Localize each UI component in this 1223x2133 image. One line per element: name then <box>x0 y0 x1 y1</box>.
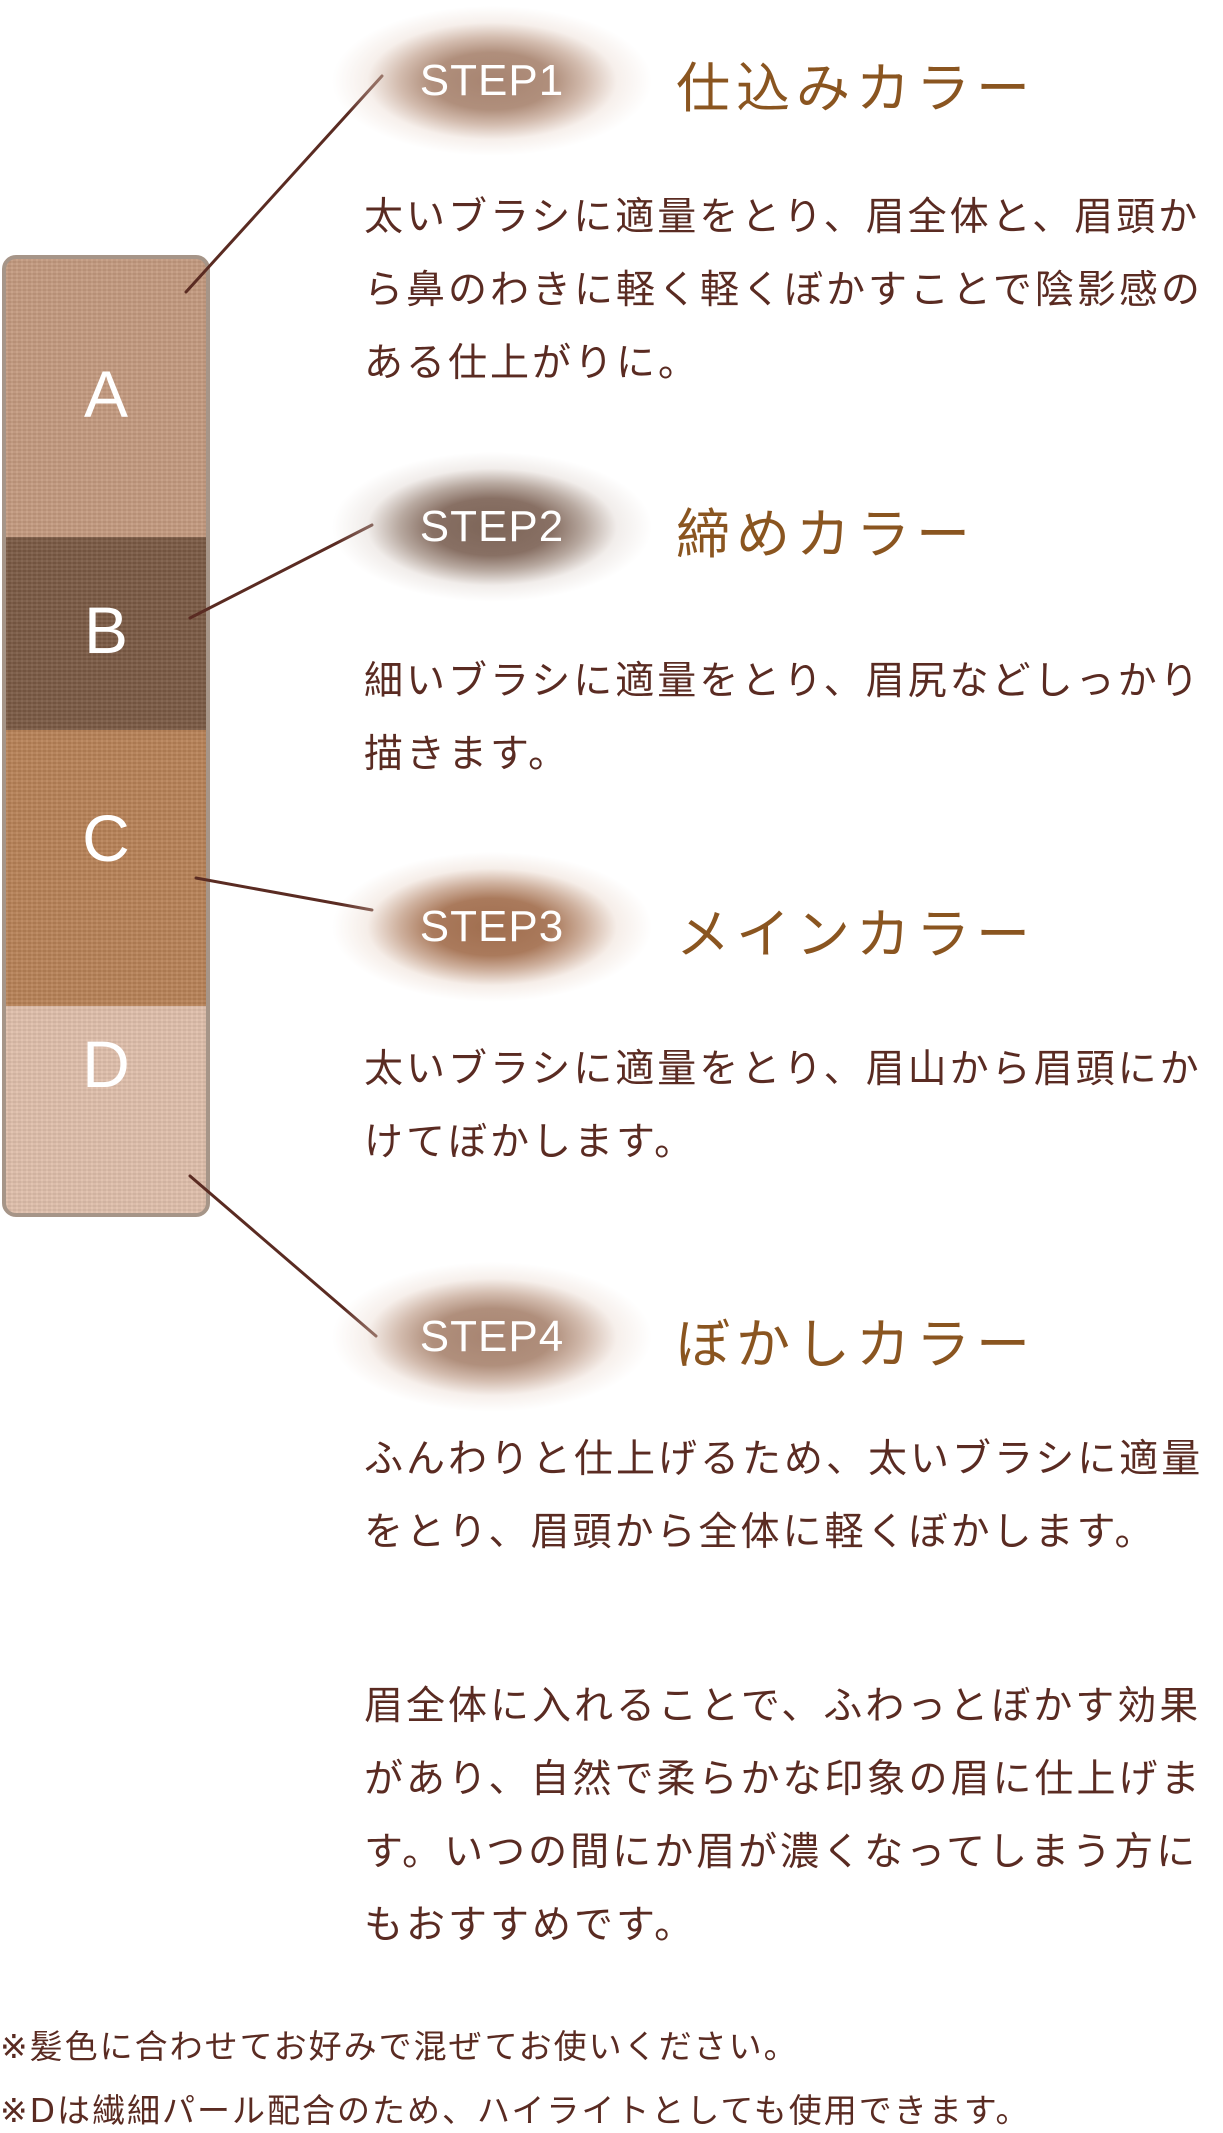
swatch-a-letter: A <box>83 357 129 431</box>
step3-badge-label: STEP3 <box>419 902 565 951</box>
swatch-b-letter: B <box>83 592 129 667</box>
step1-badge: STEP1 <box>332 6 652 156</box>
step4-badge: STEP4 <box>332 1262 652 1412</box>
step4-title: ぼかしカラー <box>676 1313 1036 1376</box>
step3-description: 太いブラシに適量をとり、眉山から眉頭にかけてぼかします。 <box>364 1047 1202 1165</box>
step4-description-2: 眉全体に入れることで、ふわっとぼかす効果があり、自然で柔らかな印象の眉に仕上げま… <box>364 1684 1203 1948</box>
step4-badge-label: STEP4 <box>419 1312 565 1361</box>
swatch-b: B <box>6 537 206 730</box>
note-pearl: ※Dは繊細パール配合のため、ハイライトとしても使用できます。 <box>0 2091 1031 2130</box>
swatch-d-letter: D <box>82 1026 130 1101</box>
note-mix: ※髪色に合わせてお好みで混ぜてお使いください。 <box>0 2027 799 2066</box>
step2-title: 締めカラー <box>676 503 976 566</box>
step2-description: 細いブラシに適量をとり、眉尻などしっかり描きます。 <box>364 659 1202 777</box>
step1-title: 仕込みカラー <box>676 57 1036 120</box>
step2-badge-label: STEP2 <box>419 502 565 551</box>
step4-description-1: ふんわりと仕上げるため、太いブラシに適量をとり、眉頭から全体に軽くぼかします。 <box>364 1437 1204 1555</box>
step2-badge: STEP2 <box>332 452 652 602</box>
eyebrow-palette: A B C D <box>2 255 210 1217</box>
step3-title: メインカラー <box>676 903 1036 966</box>
step1-description: 太いブラシに適量をとり、眉全体と、眉頭から鼻のわきに軽く軽くぼかすことで陰影感の… <box>364 195 1203 386</box>
swatch-c-letter: C <box>82 801 130 875</box>
swatch-d: D <box>6 1006 206 1213</box>
swatch-c: C <box>6 730 206 1006</box>
step1-badge-label: STEP1 <box>419 56 565 105</box>
step3-badge: STEP3 <box>332 852 652 1002</box>
swatch-a: A <box>6 259 206 537</box>
